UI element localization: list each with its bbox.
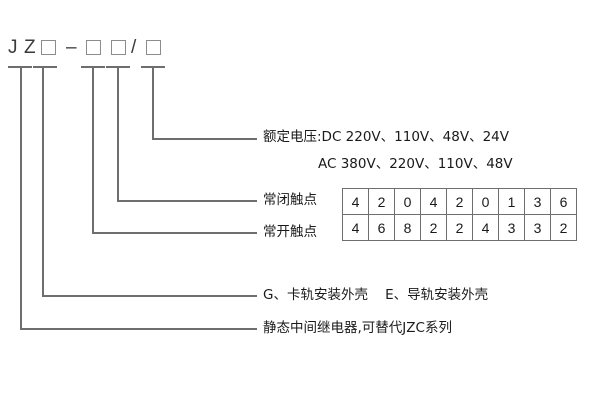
code-box-2 — [86, 40, 101, 55]
model-code: J Z – / — [0, 36, 300, 66]
contact-table: 4 2 0 4 2 0 1 3 6 4 6 8 2 2 4 3 3 2 — [342, 188, 577, 241]
table-cell: 2 — [446, 214, 473, 241]
table-cell: 3 — [524, 214, 551, 241]
label-product-type: 静态中间继电器,可替代JZC系列 — [263, 320, 452, 336]
code-box-3 — [111, 40, 126, 55]
leader-rated-voltage-vertical — [152, 66, 154, 138]
code-slash: / — [131, 37, 137, 58]
code-char-j: J — [8, 37, 18, 58]
label-rated-voltage-dc: 额定电压:DC 220V、110V、48V、24V — [263, 129, 509, 145]
table-row: 4 2 0 4 2 0 1 3 6 — [342, 188, 577, 215]
label-no-contacts: 常开触点 — [263, 224, 317, 240]
table-cell: 8 — [394, 214, 421, 241]
leader-rated-voltage-horizontal — [152, 138, 257, 140]
table-cell: 6 — [368, 214, 395, 241]
table-cell: 3 — [498, 214, 525, 241]
table-cell: 4 — [420, 188, 447, 215]
table-cell: 2 — [420, 214, 447, 241]
table-cell: 2 — [368, 188, 395, 215]
table-cell: 3 — [524, 188, 551, 215]
leader-product-type-vertical — [20, 66, 22, 328]
table-cell: 4 — [342, 214, 369, 241]
leader-no-vertical — [92, 66, 94, 232]
leader-nc-horizontal — [117, 200, 257, 202]
label-enclosure: G、卡轨安装外壳 E、导轨安装外壳 — [263, 287, 489, 303]
table-cell: 4 — [342, 188, 369, 215]
code-dash: – — [66, 37, 77, 58]
leader-enclosure-horizontal — [42, 295, 257, 297]
table-cell: 4 — [472, 214, 499, 241]
table-cell: 0 — [472, 188, 499, 215]
leader-no-horizontal — [92, 232, 257, 234]
table-cell: 2 — [550, 214, 577, 241]
label-rated-voltage-ac: AC 380V、220V、110V、48V — [318, 156, 513, 172]
label-nc-contacts: 常闭触点 — [263, 192, 317, 208]
tick-underline-2 — [33, 66, 57, 68]
code-box-4 — [146, 40, 161, 55]
table-cell: 0 — [394, 188, 421, 215]
table-cell: 1 — [498, 188, 525, 215]
table-cell: 6 — [550, 188, 577, 215]
table-cell: 2 — [446, 188, 473, 215]
leader-nc-vertical — [117, 66, 119, 200]
table-row: 4 6 8 2 2 4 3 3 2 — [342, 214, 577, 241]
code-box-1 — [41, 40, 56, 55]
leader-enclosure-vertical — [42, 66, 44, 295]
leader-product-type-horizontal — [20, 328, 257, 330]
contact-table-body: 4 2 0 4 2 0 1 3 6 4 6 8 2 2 4 3 3 2 — [342, 188, 577, 241]
code-char-z: Z — [24, 37, 36, 58]
